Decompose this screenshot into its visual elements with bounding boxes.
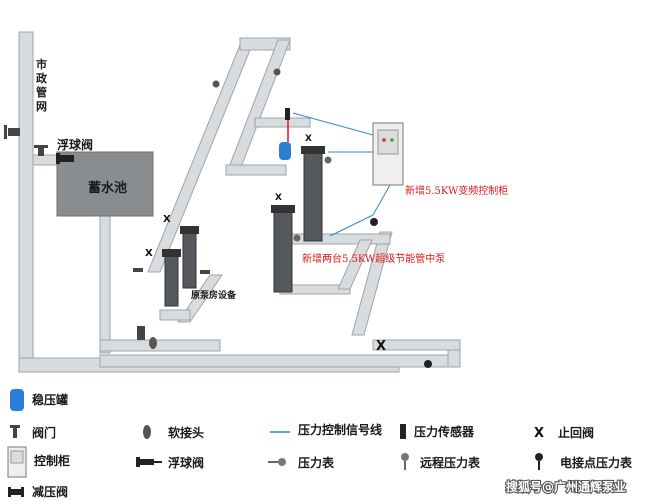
valve-icon: [34, 145, 48, 156]
legend-reducing-valve-icon: [8, 487, 24, 497]
valve-icon: [200, 270, 210, 274]
legend-check-valve-icon: X: [534, 426, 544, 441]
legend-pressure-tank-label: 稳压罐: [32, 392, 68, 407]
original-pump-room: 原泵房设备: [162, 226, 237, 307]
contact-pressure-gauge-icon: [370, 218, 432, 368]
new-pumps-label: 新增两台5.5KW超级节能管中泵: [302, 252, 445, 265]
municipal-main-label: 市 政 管 网: [36, 57, 48, 113]
svg-text:X: X: [305, 134, 312, 144]
legend-pressure-gauge-icon: [268, 458, 286, 466]
check-valve-icon: X: [305, 134, 312, 144]
svg-text:X: X: [376, 339, 386, 354]
pressure-tank-icon: [279, 142, 291, 160]
check-valve-icon: X: [376, 339, 386, 354]
check-valve-icon: X: [163, 214, 171, 225]
legend-valve-label: 阀门: [32, 425, 56, 440]
check-valve-icon: X: [275, 193, 282, 203]
reservoir-label: 蓄水池: [88, 180, 127, 196]
legend-flex-joint-label: 软接头: [168, 425, 204, 440]
legend-valve-icon: [10, 425, 20, 438]
municipal-char-1: 政: [36, 71, 48, 85]
check-valve-icon: X: [145, 248, 153, 259]
valve-icon: [137, 326, 145, 340]
new-vfd-cabinet-label: 新增5.5KW变频控制柜: [405, 184, 508, 197]
municipal-char-3: 网: [36, 100, 47, 113]
new-pumps: [271, 146, 325, 293]
legend-contact-pressure-gauge-label: 电接点压力表: [560, 455, 633, 470]
legend-check-valve-label: 止回阀: [558, 425, 594, 440]
legend: 稳压罐 阀门 软接头 压力控制信号线 压力传感器 X 止回阀 控制柜 浮球阀: [7, 389, 633, 499]
valve-icon: [4, 125, 20, 139]
legend-control-cabinet-icon: [7, 446, 27, 478]
pressure-sensor-icon: [285, 108, 290, 120]
legend-pressure-sensor-label: 压力传感器: [414, 424, 475, 439]
watermark: 搜狐号@广州通辉泵业: [506, 479, 626, 494]
remote-pressure-gauge-icon: [212, 68, 281, 88]
legend-reducing-valve-label: 减压阀: [32, 484, 68, 499]
legend-contact-pressure-gauge-icon: [535, 453, 543, 470]
pressure-gauge-icon: [293, 156, 332, 242]
vfd-control-cabinet: [372, 122, 404, 186]
svg-text:X: X: [145, 248, 153, 259]
legend-float-valve-label: 浮球阀: [168, 455, 204, 470]
legend-remote-pressure-gauge-icon: [401, 453, 409, 470]
original-pump-room-label: 原泵房设备: [191, 289, 237, 301]
legend-pressure-gauge-label: 压力表: [298, 455, 335, 470]
svg-text:X: X: [275, 193, 282, 203]
flex-joint-icon: [149, 337, 157, 349]
municipal-char-0: 市: [36, 57, 47, 71]
svg-text:X: X: [163, 214, 171, 225]
reservoir-tank: 蓄水池: [56, 151, 154, 217]
legend-pressure-sensor-icon: [400, 424, 406, 439]
valve-icon: [133, 268, 143, 272]
legend-flex-joint-icon: [143, 425, 151, 439]
legend-pressure-tank-icon: [10, 389, 24, 411]
float-valve-label: 浮球阀: [57, 137, 93, 152]
float-valve-icon: [56, 153, 74, 164]
pipe-network: [18, 31, 461, 373]
legend-control-cabinet-label: 控制柜: [34, 453, 70, 468]
signal-lines: [292, 112, 391, 237]
municipal-char-2: 管: [36, 85, 47, 99]
legend-signal-line-label: 压力控制信号线: [298, 422, 382, 437]
legend-remote-pressure-gauge-label: 远程压力表: [420, 455, 481, 470]
legend-float-valve-icon: [136, 457, 162, 467]
